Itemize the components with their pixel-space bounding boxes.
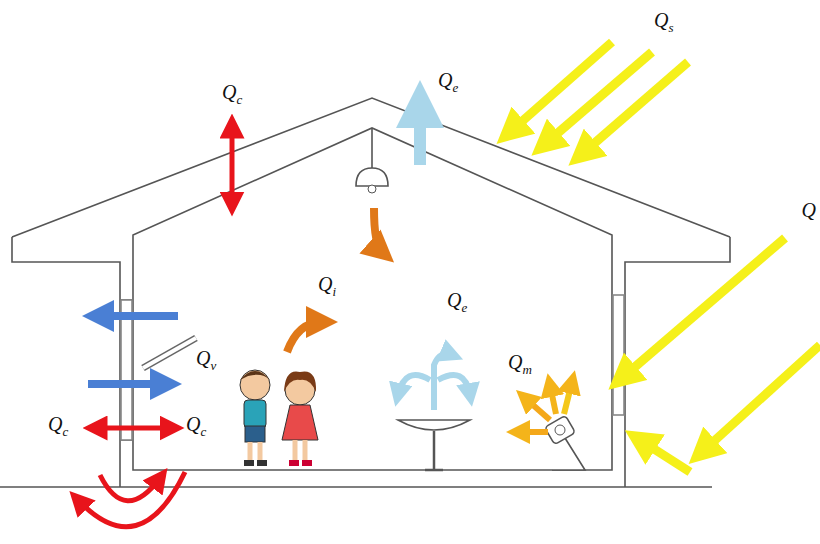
- label-subscript: e: [461, 300, 467, 315]
- label-main: Q: [447, 289, 461, 311]
- flow-label: Qm: [508, 352, 532, 372]
- label-subscript: c: [236, 92, 242, 107]
- flow-label: Qc: [48, 414, 68, 434]
- label-main: Q: [438, 69, 452, 91]
- label-main: Q: [222, 81, 236, 103]
- label-subscript: i: [332, 284, 336, 299]
- flow-label: Qe: [447, 290, 467, 310]
- label-main: Q: [186, 413, 200, 435]
- label-subscript: c: [200, 424, 206, 439]
- label-subscript: e: [452, 80, 458, 95]
- label-main: Q: [508, 351, 522, 373]
- label-main: Q: [802, 199, 816, 221]
- flow-label: Qs: [654, 10, 674, 30]
- label-subscript: c: [62, 424, 68, 439]
- flow-label: Qc: [186, 414, 206, 434]
- label-main: Q: [654, 9, 668, 31]
- flow-label: Q: [802, 200, 816, 220]
- flow-label: Qv: [196, 348, 216, 368]
- flow-label: Qc: [222, 82, 242, 102]
- label-subscript: m: [522, 362, 531, 377]
- flow-label: Qe: [438, 70, 458, 90]
- label-main: Q: [48, 413, 62, 435]
- flow-label: Qi: [318, 274, 336, 294]
- label-subscript: s: [668, 20, 673, 35]
- label-main: Q: [318, 273, 332, 295]
- label-subscript: v: [210, 358, 216, 373]
- label-main: Q: [196, 347, 210, 369]
